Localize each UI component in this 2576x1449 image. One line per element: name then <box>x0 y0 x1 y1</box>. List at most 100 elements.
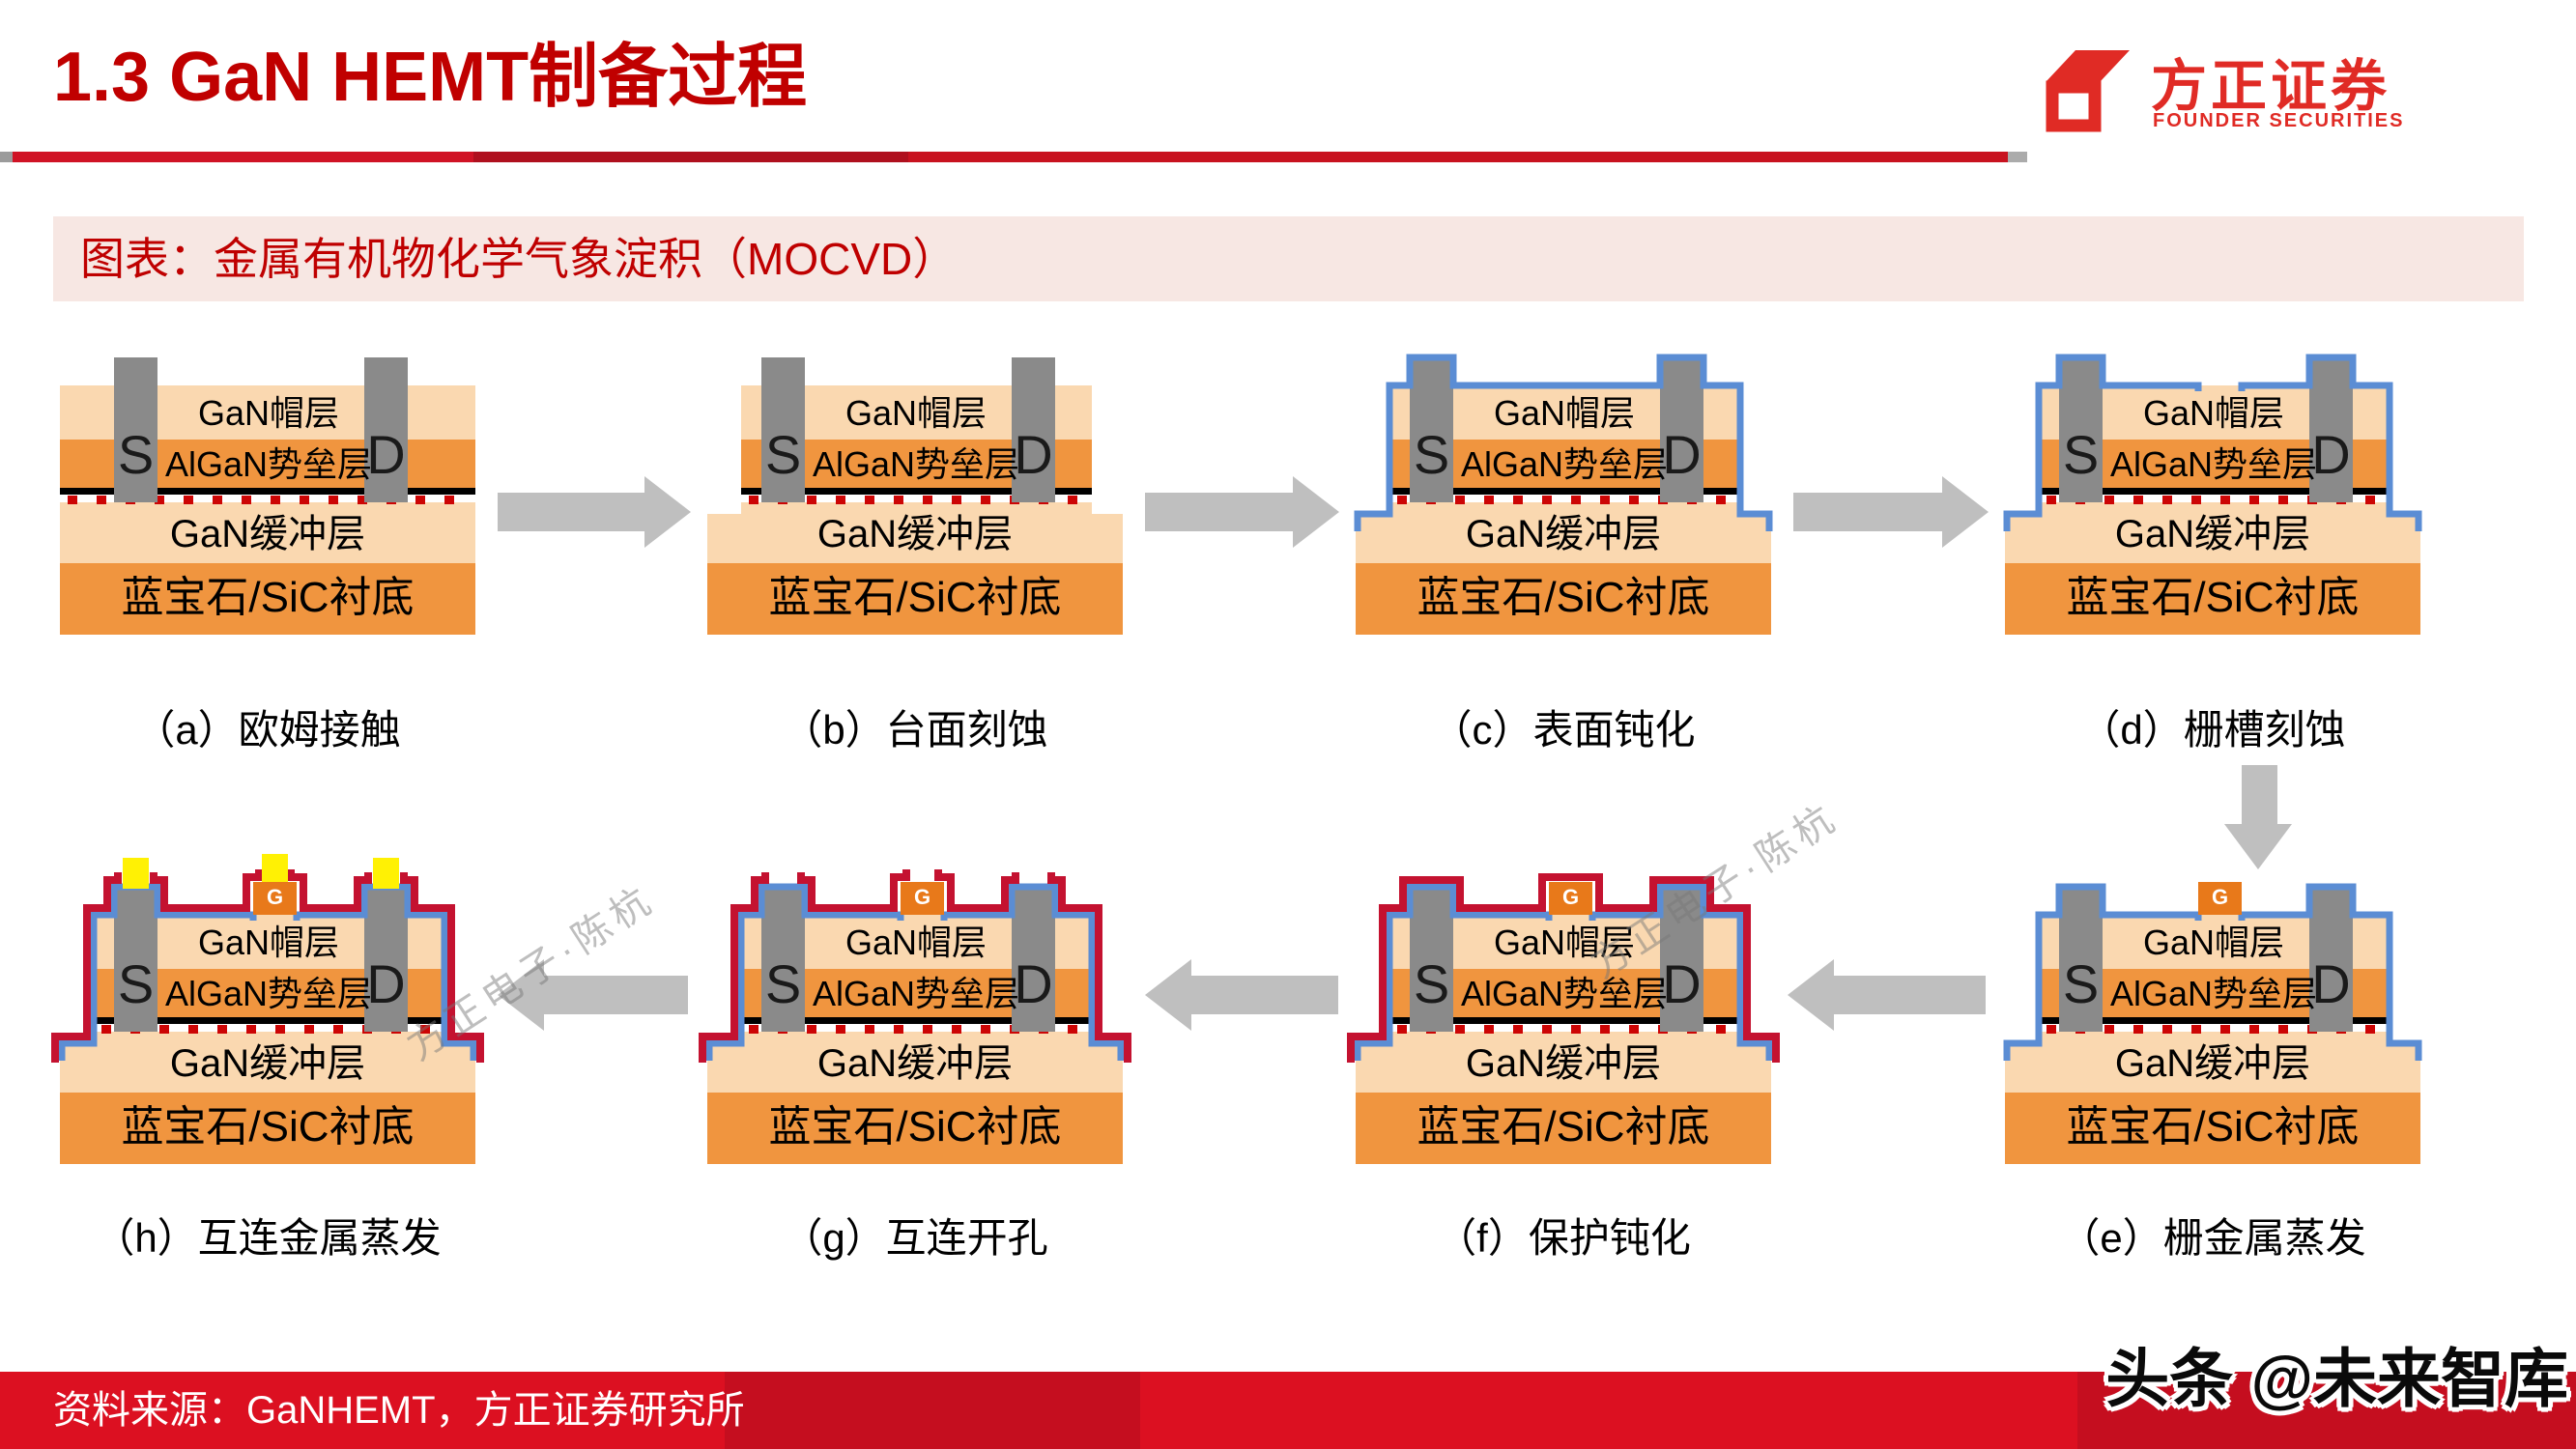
drain-electrode-label: D <box>366 953 405 1014</box>
twodeg-dash <box>2220 496 2230 504</box>
drain-electrode <box>1660 887 1703 1032</box>
barrier-layer-label: AlGaN势垒层 <box>2110 444 2317 484</box>
twodeg-dash <box>2133 496 2143 504</box>
buffer-layer <box>707 1043 1123 1093</box>
drain-electrode <box>364 357 408 502</box>
twodeg-dash <box>2046 496 2056 504</box>
drain-electrode-label: D <box>2311 424 2350 485</box>
buffer-layer-label: GaN缓冲层 <box>170 1042 365 1085</box>
twodeg-dash <box>1397 496 1407 504</box>
founder-logo-cube-icon <box>2046 50 2130 132</box>
substrate-label: 蓝宝石/SiC衬底 <box>2066 1103 2359 1151</box>
footer-segment <box>725 1372 1140 1449</box>
twodeg-dash <box>271 496 280 504</box>
twodeg-dash <box>1542 1025 1552 1034</box>
heterojunction-line <box>60 488 475 495</box>
drain-electrode-label: D <box>1662 424 1701 485</box>
twodeg-dash <box>444 496 454 504</box>
passivation-blue-outline <box>293 883 477 1061</box>
substrate-layer <box>60 563 475 635</box>
heterojunction-line <box>741 488 1092 495</box>
protective-red-outline <box>1047 872 1131 1063</box>
divider-segment <box>13 152 473 162</box>
source-electrode-label: S <box>118 953 154 1014</box>
twodeg-dash <box>2365 1025 2375 1034</box>
twodeg-dash <box>1397 1025 1407 1034</box>
passivation-blue-outline <box>2238 354 2422 531</box>
barrier-layer-label: AlGaN势垒层 <box>165 974 372 1013</box>
buffer-pedestal <box>1389 502 1740 514</box>
figure-d-caption: （d）栅槽刻蚀 <box>2079 707 2346 753</box>
twodeg-dash <box>2046 1025 2056 1034</box>
twodeg-dash <box>1068 1025 1077 1034</box>
twodeg-dash <box>1484 496 1494 504</box>
twodeg-dash <box>420 1025 430 1034</box>
buffer-layer <box>60 502 475 563</box>
buffer-layer-label: GaN缓冲层 <box>1466 513 1661 555</box>
protective-red-outline <box>400 872 484 1063</box>
twodeg-dash <box>2365 496 2375 504</box>
chart-banner-label: 图表：金属有机物化学气象淀积（MOCVD） <box>80 234 958 284</box>
source-note: 资料来源：GaNHEMT，方正证券研究所 <box>53 1389 745 1432</box>
substrate-layer <box>60 1093 475 1164</box>
twodeg-dash <box>329 496 338 504</box>
cap-layer-label: GaN帽层 <box>845 393 987 433</box>
twodeg-dash <box>1629 496 1639 504</box>
gate-electrode <box>901 882 944 915</box>
twodeg-dash <box>97 496 106 504</box>
twodeg-dash <box>304 1025 314 1034</box>
process-arrow-left-icon <box>1788 959 1986 1031</box>
twodeg-dash <box>300 496 309 504</box>
protective-red-outline <box>287 869 372 912</box>
source-electrode-label: S <box>1414 424 1449 485</box>
source-electrode <box>761 357 805 502</box>
footer-segment <box>0 1372 725 1449</box>
twodeg-dash <box>865 1025 874 1034</box>
buffer-layer <box>2005 1043 2420 1093</box>
twodeg-dash <box>2249 1025 2259 1034</box>
cap-layer-label: GaN帽层 <box>1494 923 1635 962</box>
twodeg-dash <box>2191 496 2201 504</box>
twodeg-dash <box>2133 1025 2143 1034</box>
twodeg-dash <box>1600 496 1610 504</box>
drain-electrode-label: D <box>1014 953 1052 1014</box>
divider-segment <box>0 152 13 162</box>
twodeg-dash <box>1068 496 1077 504</box>
interconnect-metal <box>262 854 288 882</box>
heterojunction-line <box>1389 1017 1740 1024</box>
buffer-pedestal <box>741 1032 1092 1043</box>
protective-red-outline <box>934 869 1019 912</box>
buffer-layer-label: GaN缓冲层 <box>2115 1042 2310 1085</box>
process-arrow-right-icon <box>1793 476 1989 548</box>
buffer-pedestal <box>94 1032 444 1043</box>
footer-segment <box>2077 1372 2576 1449</box>
channel-badge: 头条 @未来智库 <box>2105 1343 2568 1414</box>
buffer-layer-label: GaN缓冲层 <box>1466 1042 1661 1085</box>
twodeg-dash <box>2278 1025 2288 1034</box>
barrier-layer-label: AlGaN势垒层 <box>2110 974 2317 1013</box>
substrate-layer <box>1356 563 1771 635</box>
process-arrow-left-icon <box>1145 959 1338 1031</box>
passivation-blue-outline <box>705 883 904 1061</box>
twodeg-dash <box>923 496 932 504</box>
twodeg-dash <box>1513 496 1523 504</box>
drain-electrode <box>1012 887 1055 1032</box>
twodeg-dash <box>749 496 758 504</box>
logo-name-cn: 方正证券 <box>2151 55 2391 118</box>
figure-e-caption: （e）栅金属蒸发 <box>2059 1215 2366 1261</box>
twodeg-dash <box>894 1025 903 1034</box>
cap-layer-label: GaN帽层 <box>198 923 339 962</box>
gate-electrode-label: G <box>1562 885 1579 909</box>
figure-h-caption: （h）互连金属蒸发 <box>94 1215 442 1261</box>
twodeg-dash <box>1600 1025 1610 1034</box>
protective-red-outline <box>150 869 263 912</box>
heterojunction-line <box>741 1017 1092 1024</box>
figure-f-caption: （f）保护钝化 <box>1436 1215 1691 1261</box>
twodeg-dash <box>1513 1025 1523 1034</box>
source-bar: 资料来源：GaNHEMT，方正证券研究所 <box>0 1372 2576 1449</box>
source-electrode <box>2059 887 2103 1032</box>
